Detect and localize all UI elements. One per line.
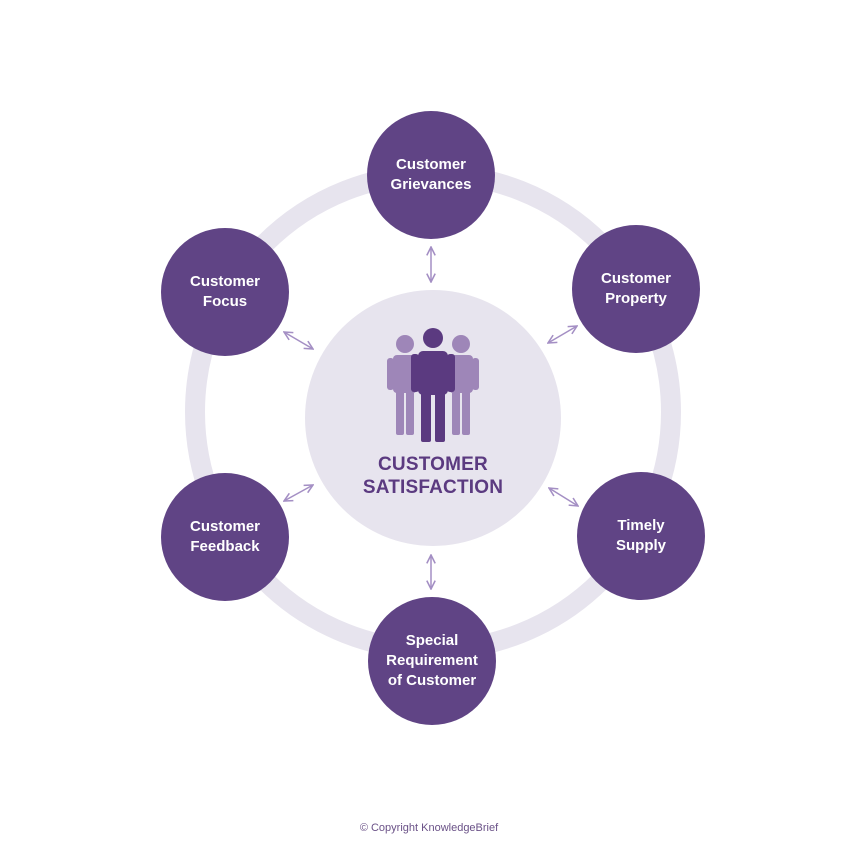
center-circle (305, 290, 561, 546)
node-special-requirement (368, 597, 496, 725)
node-label-feedback: Customer Feedback (189, 518, 260, 555)
center-title-line1: CUSTOMER (378, 454, 488, 475)
node-customer-focus (161, 228, 289, 356)
center-title: CUSTOMER SATISFACTION (323, 453, 543, 499)
people-group-icon (387, 328, 479, 442)
node-customer-property (572, 225, 700, 353)
node-label-supply: Timely Supply (615, 517, 666, 554)
node-customer-feedback (161, 473, 289, 601)
node-label-focus: Customer Focus (189, 273, 260, 310)
arrow-supply (549, 488, 578, 506)
node-label-special: Special Requirement of Customer (386, 632, 478, 689)
node-timely-supply (577, 472, 705, 600)
arrow-property (548, 326, 577, 343)
copyright-notice: © Copyright KnowledgeBrief (359, 822, 499, 834)
arrow-feedback (284, 485, 313, 501)
node-label-grievances: Customer Grievances (390, 156, 472, 193)
node-label-property: Customer Property (600, 270, 671, 307)
node-customer-grievances (367, 111, 495, 239)
center-title-line2: SATISFACTION (362, 477, 504, 498)
arrow-focus (284, 332, 313, 349)
